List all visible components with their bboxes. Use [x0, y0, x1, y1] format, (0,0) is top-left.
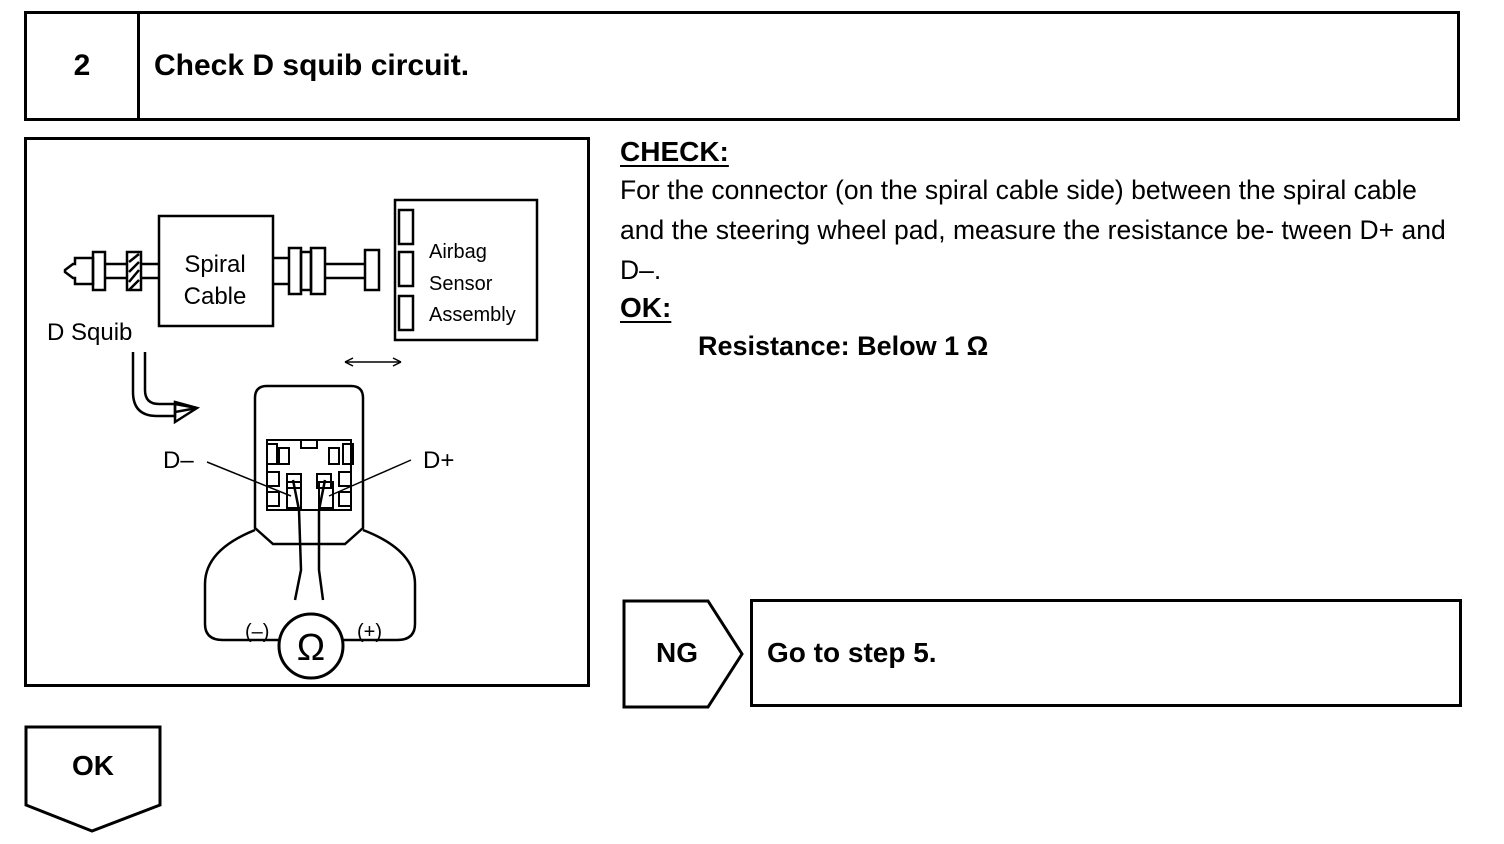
resistance-spec: Resistance: Below 1 Ω [698, 331, 989, 361]
d-squib-connector-body [91, 250, 107, 292]
spiral-cable-connector-a [287, 246, 303, 296]
probe-d-minus [291, 479, 303, 601]
d-squib-label: D Squib [47, 319, 132, 346]
ok-label: OK [72, 750, 114, 781]
step-title: Check D squib circuit. [154, 49, 470, 82]
d-squib-plug-icon [63, 256, 95, 286]
airbag-label-2: Sensor [429, 273, 493, 295]
airbag-label-1: Airbag [429, 241, 487, 263]
spiral-cable-connector-b [309, 246, 327, 296]
curved-arrow-icon [131, 352, 198, 418]
airbag-label-3: Assembly [429, 304, 516, 326]
ng-arrow-tag [622, 599, 744, 709]
ok-arrow-tag [24, 725, 162, 833]
spiral-cable-label-1: Spiral [184, 251, 245, 278]
spiral-cable-box [157, 214, 275, 328]
meter-minus-label: (–) [245, 621, 269, 643]
d-plus-label: D+ [423, 447, 454, 474]
circuit-diagram-svg: Spiral Cable Airbag Sensor Assembly D Sq… [47, 198, 539, 680]
meter-plus-label: (+) [357, 621, 382, 643]
check-block: CHECK: For the connector (on the spiral … [620, 134, 1470, 366]
d-minus-label: D– [163, 447, 194, 474]
double-arrow-text: ←→ [353, 352, 393, 374]
airbag-sensor-connector [363, 248, 381, 292]
ohm-symbol: Ω [297, 627, 325, 669]
circuit-figure: Spiral Cable Airbag Sensor Assembly D Sq… [24, 137, 590, 687]
ng-result-text: Go to step 5. [767, 637, 937, 668]
check-label: CHECK: [620, 136, 729, 167]
check-instruction: For the connector (on the spiral cable s… [620, 175, 1446, 285]
step-header: 2 Check D squib circuit. [24, 11, 1460, 121]
meter-lead-plus [343, 528, 417, 642]
probe-d-plus [317, 479, 327, 601]
ng-label: NG [656, 637, 698, 668]
airbag-sensor-assembly-box [393, 198, 539, 342]
spiral-cable-label-2: Cable [184, 283, 247, 310]
ok-criteria-label: OK: [620, 292, 672, 323]
ohmmeter-icon [277, 612, 345, 680]
d-squib-hatched-connector [125, 250, 143, 292]
ng-result-box: Go to step 5. [750, 599, 1462, 707]
connector-face-outline [253, 384, 365, 546]
meter-lead-minus [203, 528, 279, 642]
step-number: 2 [27, 14, 140, 118]
